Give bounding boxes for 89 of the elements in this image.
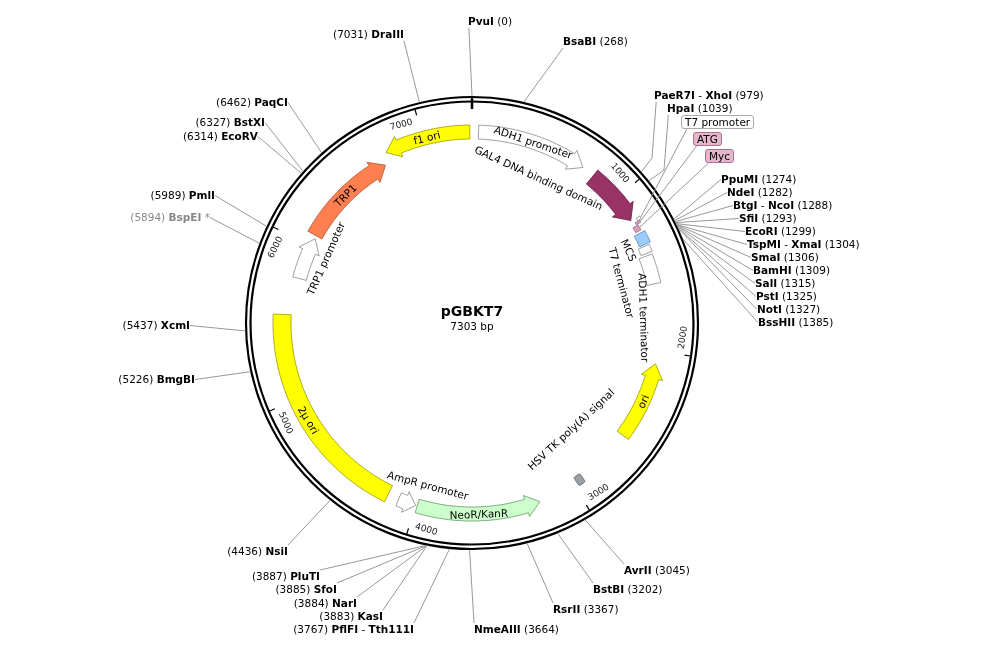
restriction-site-label: NotI (1327) bbox=[757, 303, 821, 316]
leader-line bbox=[382, 545, 428, 611]
leader-line bbox=[676, 225, 756, 284]
restriction-site-label: RsrII (3367) bbox=[553, 603, 619, 616]
leader-line bbox=[676, 224, 748, 245]
leader-line bbox=[640, 145, 697, 222]
feature-block bbox=[632, 224, 642, 234]
leader-line bbox=[469, 549, 475, 624]
restriction-site-label: BssHII (1385) bbox=[758, 316, 834, 329]
leader-line bbox=[648, 114, 669, 182]
restriction-site-label: (3767) PflFI - Tth111I bbox=[293, 623, 414, 636]
leader-line bbox=[194, 371, 251, 380]
leader-line bbox=[209, 217, 260, 244]
leader-line bbox=[214, 195, 268, 227]
leader-line bbox=[264, 122, 304, 172]
leader-line bbox=[673, 179, 722, 220]
restriction-site-label: (5226) BmgBI bbox=[118, 373, 195, 386]
leader-line bbox=[319, 544, 427, 571]
leader-line bbox=[584, 519, 625, 565]
leader-line bbox=[403, 40, 420, 103]
restriction-site-label: (6462) PaqCI bbox=[216, 96, 288, 109]
leader-line bbox=[526, 542, 554, 604]
leader-line bbox=[677, 228, 758, 310]
restriction-site-label: NdeI (1282) bbox=[727, 186, 793, 199]
leader-line bbox=[676, 224, 754, 271]
restriction-site-label: (6314) EcoRV bbox=[182, 130, 258, 143]
restriction-site-label: (5989) PmlI bbox=[150, 189, 215, 202]
tick-label: 6000 bbox=[265, 234, 285, 260]
leader-line bbox=[468, 27, 473, 97]
leader-line bbox=[189, 325, 246, 332]
restriction-site-label: EcoRI (1299) bbox=[745, 225, 816, 238]
feature-block: ori bbox=[616, 363, 663, 440]
restriction-site-label: HpaI (1039) bbox=[667, 102, 733, 115]
leader-line bbox=[674, 205, 734, 223]
restriction-site-label: (3885) SfoI bbox=[275, 583, 337, 596]
leader-line bbox=[640, 128, 688, 218]
restriction-site-label: SfiI (1293) bbox=[739, 212, 797, 225]
leader-line bbox=[356, 545, 428, 598]
tick-label: 2000 bbox=[675, 325, 690, 350]
plasmid-name: pGBKT7 bbox=[439, 303, 505, 319]
leader-line bbox=[675, 218, 740, 224]
feature-label: ADH1 terminator bbox=[636, 273, 652, 363]
leader-line bbox=[682, 238, 759, 323]
restriction-site-label: PaeR7I - XhoI (979) bbox=[654, 89, 764, 102]
tick-label: 4000 bbox=[413, 520, 439, 538]
leader-line bbox=[640, 101, 657, 173]
leader-line bbox=[674, 192, 728, 222]
restriction-site-label: (3883) KasI bbox=[319, 610, 383, 623]
restriction-site-label: TspMI - XmaI (1304) bbox=[747, 238, 860, 251]
restriction-site-label: BstBI (3202) bbox=[593, 583, 663, 596]
restriction-site-label: (3884) NarI bbox=[293, 597, 357, 610]
feature-block bbox=[637, 243, 653, 256]
feature-tag: ATG bbox=[693, 132, 722, 146]
leader-line bbox=[677, 227, 757, 297]
leader-line bbox=[639, 162, 709, 228]
leader-line bbox=[675, 223, 746, 232]
leader-line bbox=[287, 102, 323, 154]
restriction-site-label: AvrII (3045) bbox=[624, 564, 690, 577]
restriction-site-label: PvuI (0) bbox=[468, 15, 513, 28]
restriction-site-label: (3887) PluTI bbox=[251, 570, 320, 583]
restriction-site-label: SmaI (1306) bbox=[751, 251, 819, 264]
plasmid-size: 7303 bp bbox=[449, 320, 495, 332]
feature-block bbox=[573, 473, 586, 487]
restriction-site-label: PstI (1325) bbox=[756, 290, 817, 303]
feature-block bbox=[635, 215, 642, 221]
restriction-site-label: (7031) DraIII bbox=[333, 28, 404, 41]
leader-line bbox=[336, 544, 428, 584]
restriction-site-label: (6327) BstXI bbox=[195, 116, 265, 129]
leader-line bbox=[676, 224, 752, 258]
feature-block bbox=[395, 491, 416, 513]
leader-line bbox=[257, 136, 302, 174]
restriction-site-label: BamHI (1309) bbox=[753, 264, 830, 277]
restriction-site-label: (5894) BspEI* bbox=[130, 211, 210, 224]
feature-tag: Myc bbox=[705, 149, 735, 163]
restriction-site-label: (5437) XcmI bbox=[122, 319, 190, 332]
restriction-site-label: PpuMI (1274) bbox=[721, 173, 797, 186]
restriction-site-label: (4436) NsiI bbox=[227, 545, 288, 558]
feature-label: MCS bbox=[618, 237, 640, 264]
tick-label: 5000 bbox=[276, 410, 296, 436]
leader-line bbox=[523, 47, 564, 103]
leader-line bbox=[413, 548, 450, 624]
feature-block bbox=[634, 219, 642, 226]
restriction-site-label: NmeAIII (3664) bbox=[474, 623, 559, 636]
restriction-site-label: BsaBI (268) bbox=[563, 35, 628, 48]
restriction-site-label: SalI (1315) bbox=[755, 277, 816, 290]
leader-line bbox=[557, 532, 594, 584]
restriction-site-label: BtgI - NcoI (1288) bbox=[733, 199, 833, 212]
feature-tag: T7 promoter bbox=[681, 115, 755, 129]
leader-line bbox=[287, 499, 331, 546]
